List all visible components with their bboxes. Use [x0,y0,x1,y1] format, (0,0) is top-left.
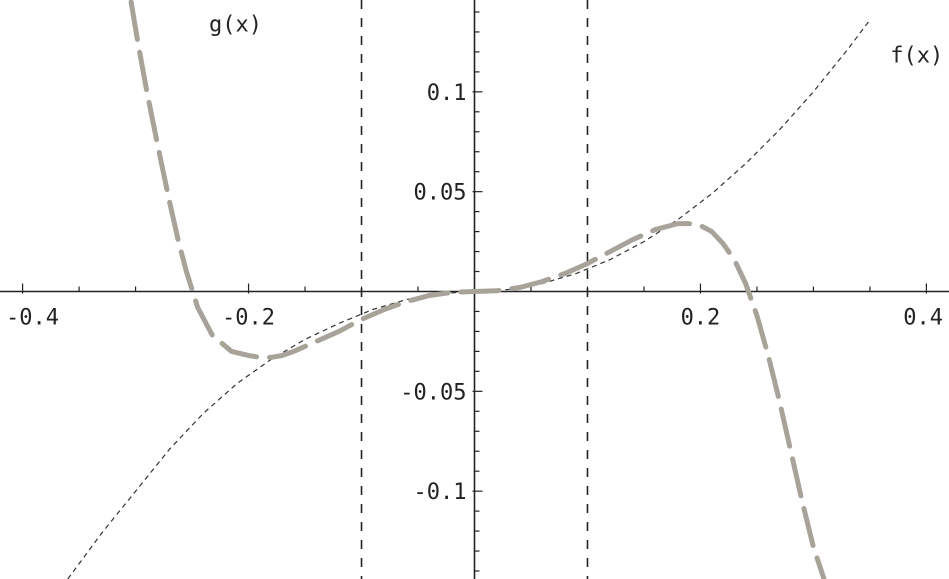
x-tick-label-1: -0.2 [222,305,275,330]
y-tick-label-1: 0.05 [414,181,467,206]
x-tick-label-2: 0.2 [681,305,721,330]
series-line-1 [128,0,827,579]
y-tick-label-0: 0.1 [427,81,467,106]
x-tick-label-0: -0.4 [6,305,59,330]
curve-labels: f(x) g(x) [209,12,943,68]
y-tick-label-2: -0.05 [400,380,466,405]
x-tick-label-3: 0.4 [903,305,943,330]
curves [67,0,871,579]
tick-labels: -0.4 -0.2 0.2 0.4 0.1 0.05 -0.05 -0.1 [6,81,943,505]
y-tick-label-3: -0.1 [414,480,467,505]
curve-label-0: f(x) [890,43,943,68]
tick-marks [21,11,928,572]
curve-label-1: g(x) [209,12,262,37]
